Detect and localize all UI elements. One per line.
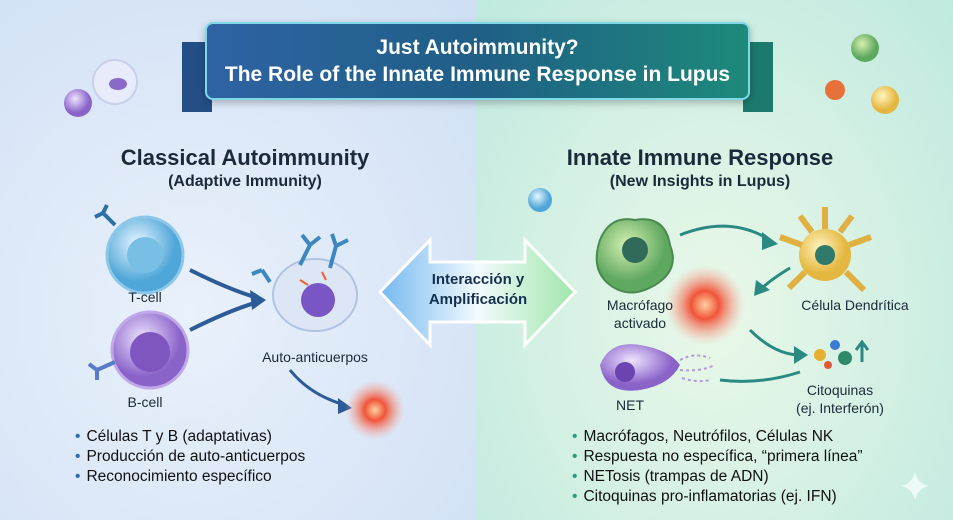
macrophage-label: Macrófago activado	[585, 296, 695, 332]
right-bullets: Macrófagos, Neutrófilos, Células NK Resp…	[572, 427, 863, 507]
arrow-icon	[189, 300, 259, 332]
inflamed-cell-icon	[665, 265, 745, 345]
macrophage-label-line2: activado	[613, 315, 667, 331]
tcell-icon	[94, 204, 185, 295]
arrow-icon	[679, 224, 771, 242]
decorative-cells-icon	[64, 34, 899, 212]
tcell-label: T-cell	[128, 289, 162, 305]
sparkle-icon	[901, 472, 929, 500]
arrow-icon	[288, 369, 346, 407]
bcell-label: B-cell	[127, 394, 163, 410]
dendritic-cell-icon	[778, 207, 873, 293]
title-line2: The Role of the Innate Immune Response i…	[224, 63, 731, 86]
interaction-line2: Amplificación	[428, 291, 528, 308]
cytokines-label: Citoquinas (ej. Interferón)	[780, 381, 900, 417]
bullet-item: Respuesta no específica, “primera línea”	[572, 447, 862, 467]
double-arrow-icon	[377, 236, 578, 349]
interaction-line1: Interacción y	[431, 271, 525, 288]
right-heading: Innate Immune Response	[566, 145, 834, 170]
bullet-item: NETosis (trampas de ADN)	[572, 467, 863, 487]
net-label: NET	[616, 397, 644, 413]
macrophage-icon	[595, 218, 674, 294]
bullet-item: Producción de auto-anticuerpos	[75, 447, 305, 467]
arrow-icon	[748, 328, 801, 357]
dendritic-label: Célula Dendrítica	[801, 297, 909, 313]
bullet-item: Células T y B (adaptativas)	[75, 427, 305, 447]
cytokines-label-line2: (ej. Interferón)	[796, 400, 884, 416]
macrophage-label-line1: Macrófago	[606, 297, 674, 313]
bullet-item: Citoquinas pro-inflamatorias (ej. IFN)	[572, 487, 863, 507]
bcell-icon	[87, 310, 190, 390]
left-heading: Classical Autoimmunity	[120, 145, 370, 170]
autoantibody-cell-icon	[251, 233, 358, 332]
bullet-item: Reconocimiento específico	[75, 467, 305, 487]
right-subheading: (New Insights in Lupus)	[609, 173, 791, 190]
net-icon	[600, 344, 716, 391]
autoantibodies-label: Auto-anticuerpos	[262, 349, 368, 365]
title-line1: Just Autoimmunity?	[376, 36, 579, 59]
title-banner: Just Autoimmunity? The Role of the Innat…	[205, 22, 750, 100]
left-subheading: (Adaptive Immunity)	[168, 173, 322, 190]
cytokines-icon	[814, 339, 870, 369]
left-bullets: Células T y B (adaptativas) Producción d…	[75, 427, 305, 487]
inflamed-cell-icon	[345, 380, 405, 440]
interaction-label: Interacción y Amplificación	[408, 270, 548, 310]
bullet-item: Macrófagos, Neutrófilos, Células NK	[572, 427, 863, 447]
arrow-icon	[719, 370, 801, 383]
cytokines-label-line1: Citoquinas	[806, 382, 874, 398]
arrow-icon	[189, 268, 259, 300]
